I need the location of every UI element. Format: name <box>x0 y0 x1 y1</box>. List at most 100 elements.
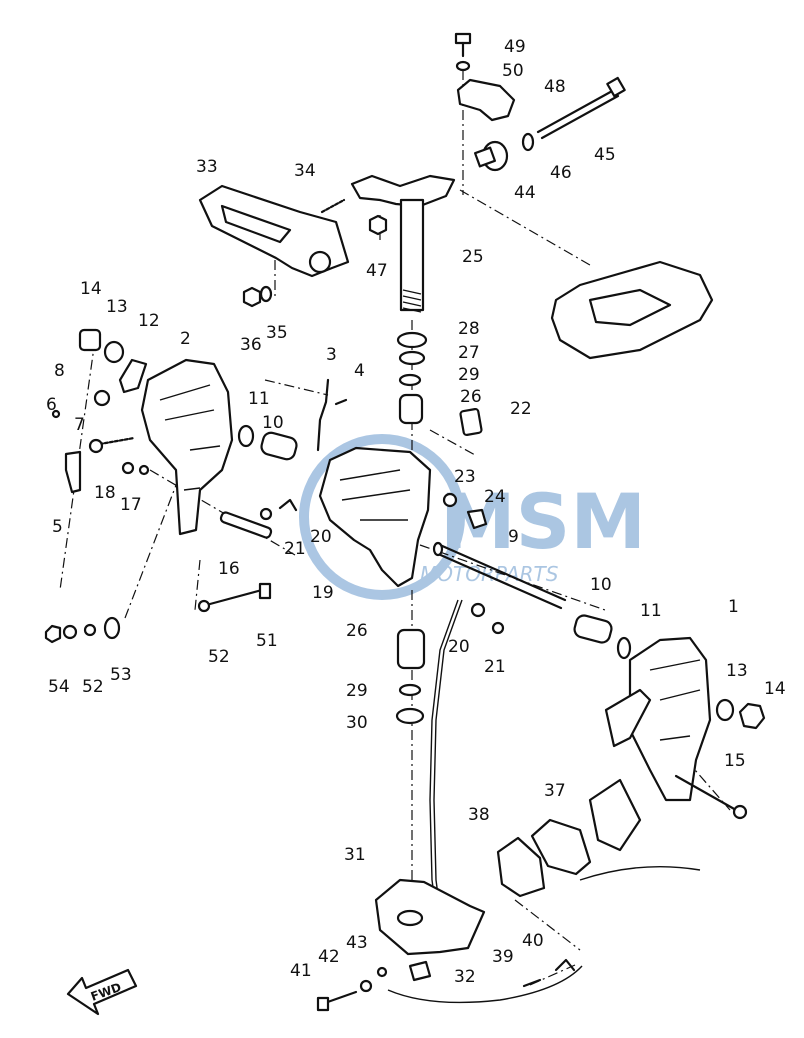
plate-5-part <box>64 450 82 494</box>
bolt-15-part <box>674 774 738 812</box>
callout-16: 16 <box>218 559 240 579</box>
washer-35-part <box>259 285 273 303</box>
callout-52b: 52 <box>82 677 104 697</box>
screw-34-part <box>320 198 346 214</box>
bolt-45-part <box>521 76 626 152</box>
callout-39: 39 <box>492 947 514 967</box>
callout-20: 20 <box>310 527 332 547</box>
callout-53: 53 <box>110 665 132 685</box>
callout-26b: 26 <box>346 621 368 641</box>
bracket-33-part <box>198 184 350 278</box>
grease-nipple-20-part <box>278 498 298 512</box>
callout-18: 18 <box>94 483 116 503</box>
callout-46: 46 <box>550 163 572 183</box>
callout-13b: 13 <box>726 661 748 681</box>
nut-36-part <box>242 286 262 308</box>
callout-32: 32 <box>454 967 476 987</box>
nut-8-part <box>93 389 111 407</box>
grease-nipple-20b-part <box>470 602 486 618</box>
callout-12: 12 <box>138 311 160 331</box>
fwd-arrow: FWD <box>66 968 138 1016</box>
through-bolt-9-part <box>432 541 567 610</box>
clip-40-part <box>554 958 576 972</box>
callout-20b: 20 <box>448 637 470 657</box>
callout-54: 54 <box>48 677 70 697</box>
bolt-51-part <box>197 582 272 613</box>
callout-29: 29 <box>458 365 480 385</box>
nut-14b-part <box>738 702 766 730</box>
callout-35: 35 <box>266 323 288 343</box>
callout-47: 47 <box>366 261 388 281</box>
screw-4-part <box>334 398 348 406</box>
callout-21: 21 <box>284 539 306 559</box>
washer-11b-part <box>616 636 632 660</box>
cable-32-part <box>408 960 432 982</box>
spring-3-part <box>316 378 330 452</box>
nut-23-part <box>442 492 458 508</box>
collar-21b-part <box>491 621 505 635</box>
callout-13: 13 <box>106 297 128 317</box>
callout-11b: 11 <box>640 601 662 621</box>
callout-34: 34 <box>294 161 316 181</box>
callout-42: 42 <box>318 947 340 967</box>
bushing-10b-part <box>573 614 613 644</box>
callout-8: 8 <box>54 361 65 381</box>
callout-7: 7 <box>74 415 85 435</box>
callout-28: 28 <box>458 319 480 339</box>
callout-27: 27 <box>458 343 480 363</box>
callout-10b: 10 <box>590 575 612 595</box>
callout-5: 5 <box>52 517 63 537</box>
callout-33: 33 <box>196 157 218 177</box>
callout-51: 51 <box>256 631 278 651</box>
callout-labels: 49 50 48 45 46 44 33 34 25 47 14 13 12 3… <box>46 37 786 987</box>
mount-38-part <box>496 836 546 898</box>
callout-48: 48 <box>544 77 566 97</box>
washer-17-part <box>138 464 150 476</box>
bolt-41-part <box>316 966 388 1012</box>
upper-bushing-stack <box>396 331 428 425</box>
callout-41: 41 <box>290 961 312 981</box>
callout-21b: 21 <box>484 657 506 677</box>
washer-13b-part <box>715 698 735 722</box>
rod-16-part <box>219 511 273 539</box>
callout-14b: 14 <box>764 679 786 699</box>
bottom-left-fasteners <box>44 616 121 644</box>
callout-3: 3 <box>326 345 337 365</box>
lower-bracket-31-part <box>374 878 486 956</box>
nut-47-part <box>368 214 388 236</box>
callout-40: 40 <box>522 931 544 951</box>
swivel-bracket-19-part <box>318 446 432 588</box>
callout-49: 49 <box>504 37 526 57</box>
callout-19: 19 <box>312 583 334 603</box>
nut-18-part <box>121 461 135 475</box>
callout-23: 23 <box>454 467 476 487</box>
callout-43: 43 <box>346 933 368 953</box>
callout-36: 36 <box>240 335 262 355</box>
bracket-37-part <box>530 818 592 876</box>
callout-50: 50 <box>502 61 524 81</box>
callout-52: 52 <box>208 647 230 667</box>
engine-bracket-part <box>550 260 714 360</box>
callout-37: 37 <box>544 781 566 801</box>
left-fastener-group <box>78 328 148 394</box>
clamp-bracket-1-part <box>628 636 712 802</box>
callout-25: 25 <box>462 247 484 267</box>
callout-15: 15 <box>724 751 746 771</box>
callout-45: 45 <box>594 145 616 165</box>
lower-bushing-stack <box>395 628 426 725</box>
spring-7-part <box>98 436 136 446</box>
callout-14: 14 <box>80 279 102 299</box>
callout-4: 4 <box>354 361 365 381</box>
callout-44: 44 <box>514 183 536 203</box>
washer-11-part <box>237 424 255 448</box>
steering-shaft-25-part <box>350 174 456 313</box>
callout-38: 38 <box>468 805 490 825</box>
collar-21-part <box>259 507 273 521</box>
clamp-48-part <box>456 78 516 122</box>
callout-31: 31 <box>344 845 366 865</box>
callout-6: 6 <box>46 395 57 415</box>
callout-1: 1 <box>728 597 739 617</box>
bolt-39-part <box>522 978 542 988</box>
bushing-44-part <box>473 140 509 172</box>
